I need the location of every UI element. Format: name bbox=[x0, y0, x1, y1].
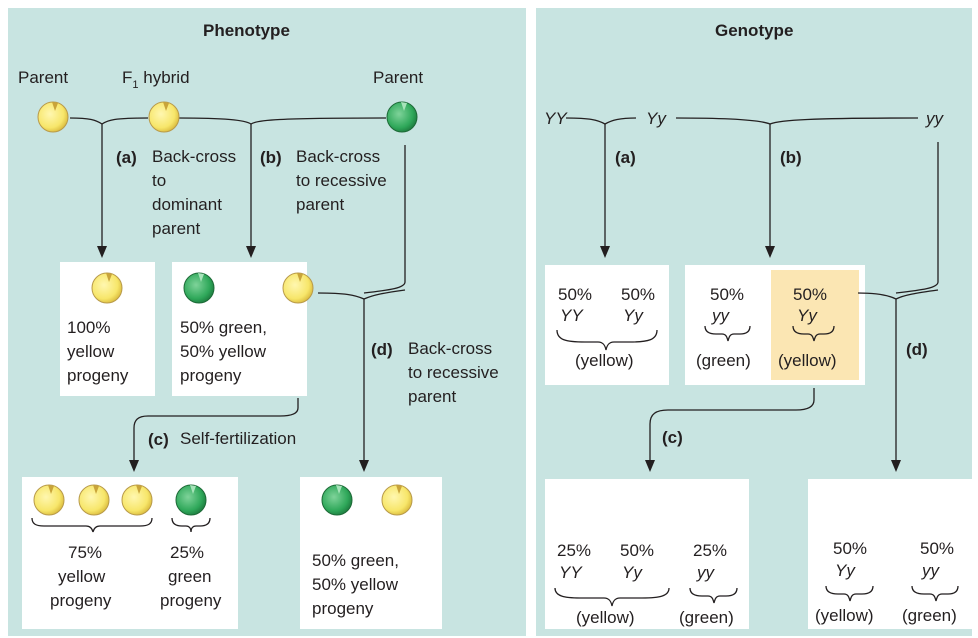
box-c-green-line2: green bbox=[168, 567, 212, 586]
box-d-line2: 50% yellow bbox=[312, 575, 398, 594]
cross-d-line1: Back-cross bbox=[408, 339, 493, 358]
f1-hybrid-label: F1 hybrid bbox=[122, 68, 190, 91]
box-b-line3: progeny bbox=[180, 366, 242, 385]
geno-d-p1: 50% bbox=[833, 539, 868, 558]
box-c-yellow-line2: yellow bbox=[58, 567, 106, 586]
geno-b-p1: 50% bbox=[710, 285, 745, 304]
cross-c-text: Self-fertilization bbox=[180, 429, 297, 448]
cross-a-line4: parent bbox=[152, 219, 201, 238]
box-b-line2: 50% yellow bbox=[180, 342, 266, 361]
cross-b-label: (b) bbox=[260, 148, 282, 167]
geno-yy: yy bbox=[926, 109, 943, 128]
cross-c-label: (c) bbox=[148, 430, 169, 449]
box-c-green-line3: progeny bbox=[160, 591, 222, 610]
geno-d-g2: yy bbox=[922, 561, 939, 580]
cross-a-line2: to bbox=[152, 171, 167, 190]
geno-c-g3: yy bbox=[697, 563, 714, 582]
box-d-line3: progeny bbox=[312, 599, 374, 618]
geno-c-g1: YY bbox=[559, 563, 582, 582]
geno-d-pheno2: (green) bbox=[902, 606, 957, 625]
cross-b-line2: to recessive bbox=[296, 171, 387, 190]
geno-box-a bbox=[545, 265, 669, 385]
geno-a-pheno: (yellow) bbox=[575, 351, 634, 370]
cross-a-label: (a) bbox=[116, 148, 137, 167]
box-c-yellow-line3: progeny bbox=[50, 591, 112, 610]
geno-c-p3: 25% bbox=[693, 541, 728, 560]
geno-Yy: Yy bbox=[646, 109, 666, 128]
geno-b-pheno1: (green) bbox=[696, 351, 751, 370]
genotype-title: Genotype bbox=[715, 21, 794, 40]
geno-b-g1: yy bbox=[712, 306, 729, 325]
geno-highlight-yy bbox=[771, 270, 859, 380]
geno-b-g2: Yy bbox=[797, 306, 817, 325]
geno-c-pheno1: (yellow) bbox=[576, 608, 635, 627]
cross-a-line3: dominant bbox=[152, 195, 222, 214]
cross-b-line3: parent bbox=[296, 195, 345, 214]
box-a-line1: 100% bbox=[67, 318, 111, 337]
geno-a-g1: YY bbox=[560, 306, 583, 325]
phenotype-title: Phenotype bbox=[203, 21, 290, 40]
geno-c-pheno2: (green) bbox=[679, 608, 734, 627]
geno-c-p2: 50% bbox=[620, 541, 655, 560]
geno-a-p2: 50% bbox=[621, 285, 656, 304]
geno-label-d: (d) bbox=[906, 340, 928, 359]
geno-d-p2: 50% bbox=[920, 539, 955, 558]
geno-label-b: (b) bbox=[780, 148, 802, 167]
box-c-yellow-line1: 75% bbox=[68, 543, 103, 562]
parent-right-label: Parent bbox=[373, 68, 424, 87]
cross-d-label: (d) bbox=[371, 340, 393, 359]
geno-d-pheno1: (yellow) bbox=[815, 606, 874, 625]
geno-b-pheno2: (yellow) bbox=[778, 351, 837, 370]
geno-label-c: (c) bbox=[662, 428, 683, 447]
box-a-line3: progeny bbox=[67, 366, 129, 385]
cross-a-line1: Back-cross bbox=[152, 147, 237, 166]
box-d-line1: 50% green, bbox=[312, 551, 399, 570]
cross-d-line3: parent bbox=[408, 387, 457, 406]
geno-box-d bbox=[808, 479, 972, 629]
geno-c-p1: 25% bbox=[557, 541, 592, 560]
geno-label-a: (a) bbox=[615, 148, 636, 167]
box-b-line1: 50% green, bbox=[180, 318, 267, 337]
geno-a-p1: 50% bbox=[558, 285, 593, 304]
geno-b-p2: 50% bbox=[793, 285, 828, 304]
geno-c-g2: Yy bbox=[622, 563, 642, 582]
geno-a-g2: Yy bbox=[623, 306, 643, 325]
cross-d-line2: to recessive bbox=[408, 363, 499, 382]
geno-YY: YY bbox=[544, 109, 567, 128]
box-a-line2: yellow bbox=[67, 342, 115, 361]
parent-left-label: Parent bbox=[18, 68, 69, 87]
box-c-green-line1: 25% bbox=[170, 543, 205, 562]
cross-b-line1: Back-cross bbox=[296, 147, 381, 166]
geno-d-g1: Yy bbox=[835, 561, 855, 580]
